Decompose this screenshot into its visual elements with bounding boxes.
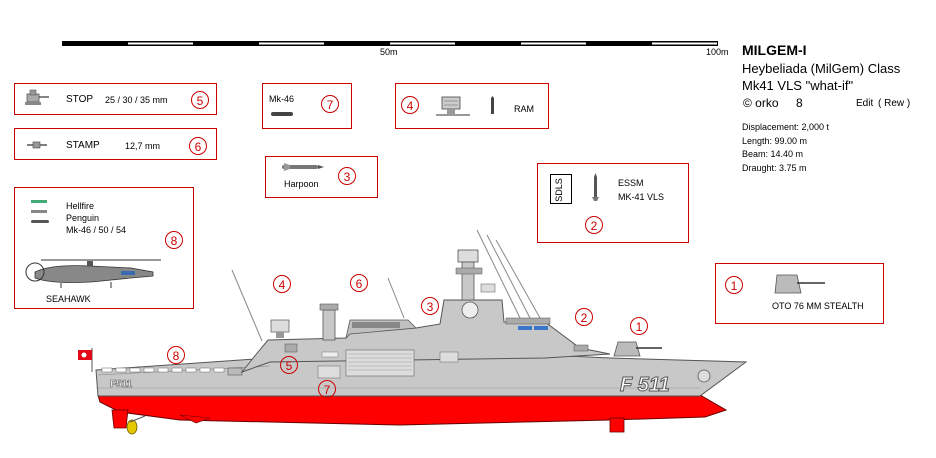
ship-marker-1: 1 [630,317,648,335]
scale-end-label: 100m [706,47,729,57]
pennant-number: F 511 [620,374,671,397]
seahawk-icon [25,259,161,288]
torpedo-icon [271,112,293,116]
stamp-caliber: 12,7 mm [125,141,161,151]
legend-mk46: Mk-46 7 [262,83,352,129]
legend-ram: 4 RAM [395,83,549,129]
stop-gun-icon [25,89,49,105]
class-line: Heybeliada (MilGem) Class [742,61,901,76]
ship-marker-7: 7 [318,380,336,398]
hellfire-label: Hellfire [66,201,95,211]
marker-2: 2 [585,216,603,234]
vls-label: MK-41 VLS [618,192,665,202]
ship-marker-8: 8 [167,346,185,364]
ship-marker-6: 6 [350,274,368,292]
stamp-label: STAMP [66,140,100,151]
legend-gun: 1 OTO 76 MM STEALTH [715,263,884,324]
ship-marker-5: 5 [280,356,298,374]
sdls-box: SDLS [550,174,572,204]
credit-number: 8 [796,96,803,110]
spec-displacement: Displacement: 2,000 t [742,122,830,132]
legend-stamp: STAMP 12,7 mm 6 [14,128,217,160]
spec-beam: Beam: 14.40 m [742,149,804,159]
marker-5: 5 [191,91,209,109]
essm-missile-icon [592,173,599,201]
spec-length: Length: 99.00 m [742,135,808,146]
pennant-number-small: F511 [110,379,133,391]
ram-missile-icon [491,96,494,114]
marker-3: 3 [338,167,356,185]
subtitle: Mk41 VLS "what-if" [742,78,854,93]
essm-label: ESSM [618,178,644,188]
ship-marker-4: 4 [273,275,291,293]
legend-essm: SDLS ESSM MK-41 VLS 2 [537,163,689,243]
stamp-gun-icon [27,141,47,149]
marker-8: 8 [165,231,183,249]
scale-mid-label: 50m [380,47,398,57]
marker-6: 6 [189,137,207,155]
helo-weapons-icon [31,200,49,223]
ram-launcher-icon [436,96,470,116]
ram-label: RAM [514,104,534,114]
oto-gun-icon [774,274,825,294]
stop-calibers: 25 / 30 / 35 mm [105,95,168,105]
stop-label: STOP [66,94,94,105]
scale-bar [62,41,718,46]
gun-label: OTO 76 MM STEALTH [772,301,864,311]
legend-stop: STOP 25 / 30 / 35 mm 5 [14,83,217,115]
penguin-label: Penguin [66,213,100,223]
torpedo-family-label: Mk-46 / 50 / 54 [66,225,127,235]
seahawk-label: SEAHAWK [46,294,91,304]
spec-list: Displacement: 2,000 t Length: 99.00 m Be… [742,121,829,175]
harpoon-missile-icon [282,163,324,171]
marker-4: 4 [401,96,419,114]
ship-marker-3: 3 [421,297,439,315]
marker-7: 7 [321,95,339,113]
rev-label: ( Rew ) [878,98,911,109]
legend-helicopter: Hellfire Penguin Mk-46 / 50 / 54 8 SEAHA… [14,187,194,309]
legend-harpoon: Harpoon 3 [265,156,378,198]
marker-1: 1 [725,276,743,294]
ship-title: MILGEM-I [742,42,807,58]
mk46-label: Mk-46 [269,94,295,104]
spec-draught: Draught: 3.75 m [742,162,807,173]
ship-marker-2: 2 [575,308,593,326]
edit-label: Edit [856,98,874,109]
harpoon-label: Harpoon [284,179,319,189]
credit: © orko [743,96,779,110]
